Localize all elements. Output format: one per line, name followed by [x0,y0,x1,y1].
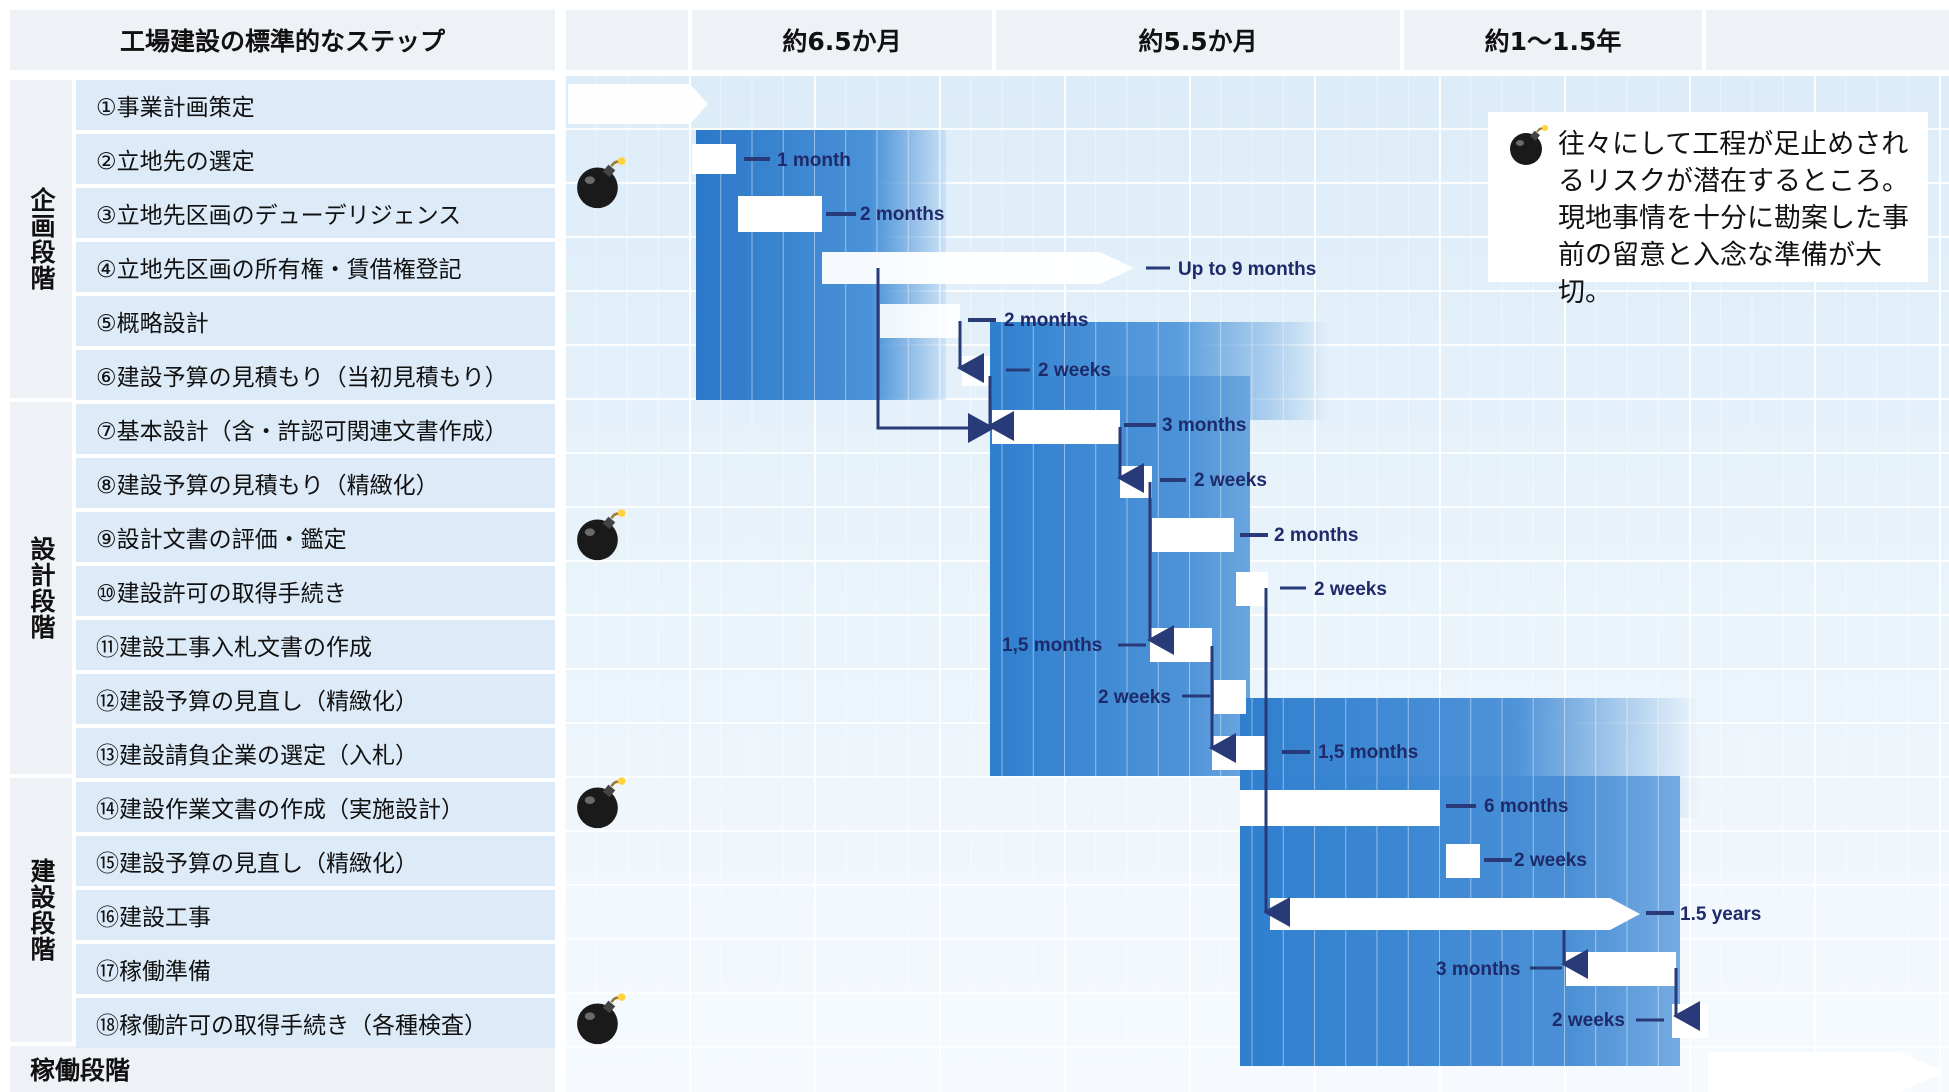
bar-step-11 [1150,628,1212,662]
step-label: ⑭建設作業文書の作成（実施設計） [96,797,464,823]
step-label: ⑨設計文書の評価・鑑定 [96,527,347,553]
bar-step-15 [1446,844,1480,878]
bar-step-2 [692,144,736,174]
phase-label: 稼働段階 [30,1056,131,1085]
bar-step-13 [1212,736,1266,770]
step-label: ③立地先区画のデューデリジェンス [96,203,462,229]
risk-note: 往々にして工程が足止めされるリスクが潜在するところ。現地事情を十分に勘案した事前… [1488,112,1928,308]
step-label: ⑥建設予算の見積もり（当初見積もり） [96,365,508,391]
bar-step-10 [1236,572,1268,606]
duration-label: 6 months [1484,796,1568,817]
duration-label: 2 months [860,204,944,225]
bar-step-12 [1214,680,1246,714]
step-label: ⑩建設許可の取得手続き [96,581,347,607]
step-row: ②立地先の選定 [76,134,555,184]
bar-step-17 [1566,952,1676,986]
step-row: ⑯建設工事 [76,890,555,940]
bar-step-3 [738,196,822,232]
step-row: ⑩建設許可の取得手続き [76,566,555,616]
period-header-1: 約6.5か月 [692,10,992,70]
step-label: ⑪建設工事入札文書の作成 [96,635,372,661]
step-label: ⑫建設予算の見直し（精緻化） [96,689,418,715]
period-header-3: 約1〜1.5年 [1404,10,1702,70]
steps-header: 工場建設の標準的なステップ [10,10,555,70]
risk-note-text: 往々にして工程が足止めされるリスクが潜在するところ。現地事情を十分に勘案した事前… [1558,129,1909,308]
duration-label: 1,5 months [1318,742,1418,763]
duration-label: 3 months [1436,959,1520,980]
step-row: ⑦基本設計（含・許認可関連文書作成） [76,404,555,454]
period-header-blank-end [1706,10,1949,70]
duration-label: 1.5 years [1680,904,1761,925]
phase-label: 設計段階 [27,536,56,640]
duration-label: 2 weeks [1194,470,1267,491]
duration-label: 1,5 months [1002,635,1102,656]
step-row: ④立地先区画の所有権・賃借権登記 [76,242,555,292]
step-label: ①事業計画策定 [96,95,255,121]
bar-step-1 [568,84,708,124]
period-label: 約5.5か月 [1138,27,1258,56]
step-row: ⑬建設請負企業の選定（入札） [76,728,555,778]
steps-header-label: 工場建設の標準的なステップ [119,27,445,56]
step-row: ⑮建設予算の見直し（精緻化） [76,836,555,886]
step-label: ⑮建設予算の見直し（精緻化） [96,851,418,877]
bar-operation [1708,1052,1944,1092]
bomb-icon [577,509,626,561]
step-label: ⑧建設予算の見積もり（精緻化） [96,473,439,499]
phase-operation: 稼働段階 [10,1046,555,1092]
step-label: ②立地先の選定 [96,149,255,175]
bar-step-14 [1240,790,1440,826]
step-label: ⑦基本設計（含・許認可関連文書作成） [96,419,508,445]
duration-label: 1 month [777,150,851,171]
step-row: ⑥建設予算の見積もり（当初見積もり） [76,350,555,400]
step-label: ⑬建設請負企業の選定（入札） [96,743,418,769]
bar-step-7 [992,410,1120,444]
phase-construction: 建設段階 [10,778,72,1042]
step-row: ⑪建設工事入札文書の作成 [76,620,555,670]
bar-step-6 [962,356,990,386]
bomb-icon [577,993,626,1045]
duration-label: 3 months [1162,415,1246,436]
period-header-2: 約5.5か月 [996,10,1400,70]
phase-design: 設計段階 [10,402,72,774]
bomb-icon [577,777,626,829]
bomb-icon [577,157,626,209]
step-label: ⑯建設工事 [96,905,211,931]
phase-label: 企画段階 [27,187,56,291]
period-label: 約6.5か月 [782,27,902,56]
duration-label: 2 weeks [1514,850,1587,871]
duration-label: 2 weeks [1038,360,1111,381]
step-row: ⑰稼働準備 [76,944,555,994]
step-label: ④立地先区画の所有権・賃借権登記 [96,257,462,283]
step-row: ⑧建設予算の見積もり（精緻化） [76,458,555,508]
gantt-area [564,76,1949,1092]
step-row: ③立地先区画のデューデリジェンス [76,188,555,238]
bomb-icon [1510,125,1548,165]
phase-label: 建設段階 [27,858,56,962]
duration-label: 2 weeks [1098,687,1171,708]
duration-label: 2 months [1274,525,1358,546]
step-row: ⑫建設予算の見直し（精緻化） [76,674,555,724]
bar-step-9 [1152,518,1234,552]
step-row: ⑨設計文書の評価・鑑定 [76,512,555,562]
step-row: ⑱稼働許可の取得手続き（各種検査） [76,998,555,1048]
step-label: ⑰稼働準備 [96,959,211,985]
step-row: ⑭建設作業文書の作成（実施設計） [76,782,555,832]
step-label: ⑱稼働許可の取得手続き（各種検査） [96,1013,487,1039]
bar-step-5 [880,304,960,338]
step-row: ⑤概略設計 [76,296,555,346]
phase-planning: 企画段階 [10,80,72,398]
duration-label: 2 weeks [1552,1010,1625,1031]
bar-step-4 [822,252,1134,284]
duration-label: 2 months [1004,310,1088,331]
bar-step-8 [1120,466,1152,498]
period-header-blank [566,10,688,70]
dependency-arrow [876,268,995,443]
step-row: ①事業計画策定 [76,80,555,130]
step-label: ⑤概略設計 [96,311,209,337]
period-label: 約1〜1.5年 [1484,27,1622,56]
duration-label: Up to 9 months [1178,259,1316,280]
duration-label: 2 weeks [1314,579,1387,600]
bar-step-16 [1270,898,1640,930]
